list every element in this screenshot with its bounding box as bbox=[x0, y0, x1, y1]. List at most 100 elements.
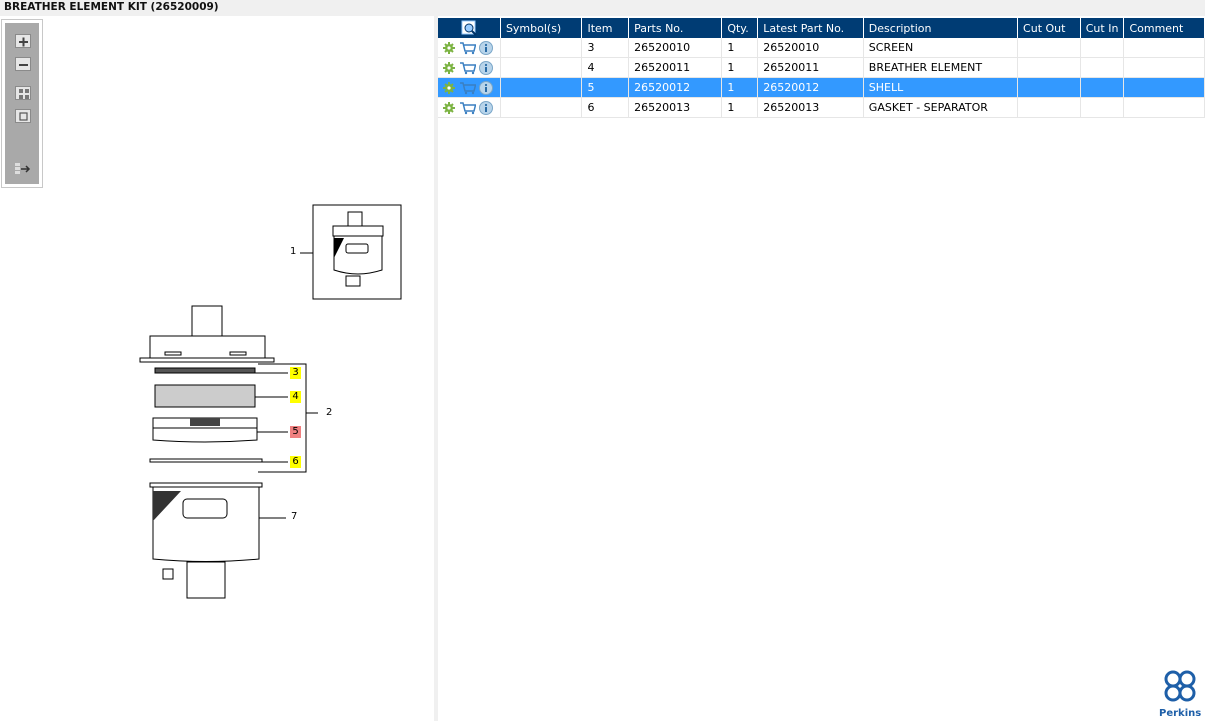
column-header-description[interactable]: Description bbox=[863, 18, 1019, 38]
latest-part-no-cell: 26520011 bbox=[757, 57, 864, 78]
cut-out-cell bbox=[1017, 97, 1081, 118]
callout-6[interactable]: 6 bbox=[290, 456, 301, 468]
table-row[interactable]: 4 26520011 1 26520011 BREATHER ELEMENT bbox=[438, 57, 1205, 78]
cut-in-cell bbox=[1080, 57, 1125, 78]
column-header-qty[interactable]: Qty. bbox=[721, 18, 759, 38]
screen-part[interactable] bbox=[154, 367, 256, 374]
row-actions bbox=[438, 77, 501, 98]
callout-4[interactable]: 4 bbox=[290, 391, 301, 403]
cut-in-cell bbox=[1080, 38, 1125, 58]
column-header-cut-in[interactable]: Cut In bbox=[1080, 18, 1125, 38]
grid-icon bbox=[19, 89, 29, 99]
cart-icon[interactable] bbox=[459, 81, 476, 95]
description-cell: BREATHER ELEMENT bbox=[863, 57, 1019, 78]
cut-out-cell bbox=[1017, 77, 1081, 98]
qty-cell: 1 bbox=[721, 97, 759, 118]
assembly-thumbnail[interactable] bbox=[300, 204, 402, 300]
description-cell: SCREEN bbox=[863, 38, 1019, 58]
qty-cell: 1 bbox=[721, 57, 759, 78]
description-cell: SHELL bbox=[863, 77, 1019, 98]
cart-icon[interactable] bbox=[459, 61, 476, 75]
search-table-icon bbox=[461, 20, 477, 36]
gear-icon[interactable] bbox=[443, 41, 455, 54]
column-header-tools[interactable] bbox=[438, 18, 501, 38]
table-row[interactable]: 3 26520010 1 26520010 SCREEN bbox=[438, 38, 1205, 58]
bowl-part[interactable] bbox=[149, 482, 263, 599]
cart-icon[interactable] bbox=[459, 41, 476, 55]
minus-icon bbox=[19, 64, 28, 66]
item-cell: 5 bbox=[581, 77, 630, 98]
comment-cell bbox=[1123, 57, 1205, 78]
row-actions bbox=[438, 57, 501, 78]
column-header-cut-out[interactable]: Cut Out bbox=[1017, 18, 1081, 38]
perkins-emblem-icon bbox=[1164, 670, 1196, 702]
info-icon[interactable] bbox=[479, 60, 493, 75]
gasket-part[interactable] bbox=[149, 458, 263, 463]
table-row[interactable]: 6 26520013 1 26520013 GASKET - SEPARATOR bbox=[438, 97, 1205, 118]
row-actions bbox=[438, 38, 501, 58]
callout-7[interactable]: 7 bbox=[291, 511, 298, 522]
fit-all-button[interactable] bbox=[15, 86, 31, 100]
diagram-toolbox bbox=[1, 19, 43, 188]
zoom-out-button[interactable] bbox=[15, 57, 31, 71]
panel-splitter[interactable] bbox=[434, 16, 438, 721]
column-header-symbols[interactable]: Symbol(s) bbox=[500, 18, 583, 38]
fit-window-button[interactable] bbox=[15, 109, 31, 123]
parts-list-panel: Symbol(s) Item Parts No. Qty. Latest Par… bbox=[438, 16, 1205, 721]
comment-cell bbox=[1123, 38, 1205, 58]
symbols-cell bbox=[500, 38, 583, 58]
column-header-comment[interactable]: Comment bbox=[1123, 18, 1205, 38]
cart-icon[interactable] bbox=[459, 101, 476, 115]
column-header-parts-no[interactable]: Parts No. bbox=[628, 18, 723, 38]
symbols-cell bbox=[500, 97, 583, 118]
comment-cell bbox=[1123, 97, 1205, 118]
brand-name: Perkins bbox=[1159, 708, 1202, 719]
title-bar: BREATHER ELEMENT KIT (26520009) bbox=[0, 0, 1205, 16]
item-cell: 6 bbox=[581, 97, 630, 118]
gear-icon[interactable] bbox=[443, 81, 455, 94]
parts-no-cell: 26520013 bbox=[628, 97, 723, 118]
symbols-cell bbox=[500, 77, 583, 98]
callout-2[interactable]: 2 bbox=[326, 407, 333, 418]
latest-part-no-cell: 26520013 bbox=[757, 97, 864, 118]
callout-1[interactable]: 1 bbox=[290, 246, 297, 257]
description-cell: GASKET - SEPARATOR bbox=[863, 97, 1019, 118]
shell-part[interactable] bbox=[152, 417, 258, 443]
perkins-logo: Perkins bbox=[1159, 669, 1201, 719]
cut-in-cell bbox=[1080, 97, 1125, 118]
callout-3[interactable]: 3 bbox=[290, 367, 301, 379]
gear-icon[interactable] bbox=[443, 101, 455, 114]
info-icon[interactable] bbox=[479, 80, 493, 95]
symbols-cell bbox=[500, 57, 583, 78]
parts-no-cell: 26520010 bbox=[628, 38, 723, 58]
parts-table: Symbol(s) Item Parts No. Qty. Latest Par… bbox=[438, 18, 1205, 118]
table-header: Symbol(s) Item Parts No. Qty. Latest Par… bbox=[438, 18, 1205, 38]
callout-5[interactable]: 5 bbox=[290, 426, 301, 438]
parts-no-cell: 26520012 bbox=[628, 77, 723, 98]
cut-in-cell bbox=[1080, 77, 1125, 98]
latest-part-no-cell: 26520010 bbox=[757, 38, 864, 58]
zoom-in-button[interactable] bbox=[15, 34, 31, 48]
plus-icon bbox=[19, 37, 28, 47]
cut-out-cell bbox=[1017, 38, 1081, 58]
breather-cap[interactable] bbox=[139, 305, 275, 363]
info-icon[interactable] bbox=[479, 100, 493, 115]
column-header-item[interactable]: Item bbox=[581, 18, 630, 38]
info-icon[interactable] bbox=[479, 40, 493, 55]
page-title: BREATHER ELEMENT KIT (26520009) bbox=[4, 1, 219, 13]
breather-element-part[interactable] bbox=[154, 384, 256, 408]
row-actions bbox=[438, 97, 501, 118]
toggle-panel-button[interactable] bbox=[15, 162, 31, 176]
qty-cell: 1 bbox=[721, 77, 759, 98]
cut-out-cell bbox=[1017, 57, 1081, 78]
gear-icon[interactable] bbox=[443, 61, 455, 74]
column-header-latest-part-no[interactable]: Latest Part No. bbox=[757, 18, 864, 38]
panel-arrow-icon bbox=[15, 163, 31, 174]
square-icon bbox=[19, 112, 28, 121]
latest-part-no-cell: 26520012 bbox=[757, 77, 864, 98]
table-row[interactable]: 5 26520012 1 26520012 SHELL bbox=[438, 77, 1205, 98]
item-cell: 3 bbox=[581, 38, 630, 58]
item-cell: 4 bbox=[581, 57, 630, 78]
parts-no-cell: 26520011 bbox=[628, 57, 723, 78]
comment-cell bbox=[1123, 77, 1205, 98]
